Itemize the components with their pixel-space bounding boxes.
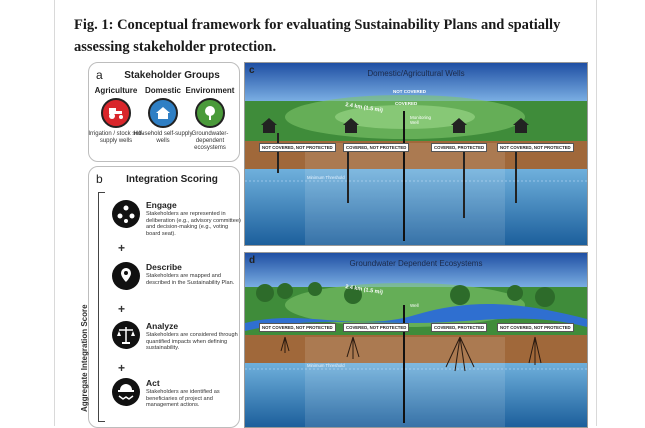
- handshake-hardhat-icon: [112, 378, 140, 406]
- step-desc: Stakeholders are considered through quan…: [146, 332, 238, 352]
- score-bracket: [98, 192, 105, 422]
- step-title: Analyze: [146, 321, 179, 331]
- min-threshold-label: Minimum Threshold: [307, 175, 345, 180]
- well-status-tag: COVERED, PROTECTED: [431, 143, 488, 152]
- people-network-icon: [112, 200, 140, 228]
- panel-c-title: Domestic/Agricultural Wells: [367, 69, 465, 78]
- step-desc: Stakeholders are identified as beneficia…: [146, 389, 220, 409]
- step-title: Engage: [146, 200, 177, 210]
- step-desc: Stakeholders are mapped and described in…: [146, 273, 235, 286]
- step-title: Describe: [146, 262, 182, 272]
- panel-c-letter: c: [249, 65, 255, 76]
- left-margin-rule: [54, 0, 55, 426]
- figure-caption: Fig. 1: Conceptual framework for evaluat…: [74, 17, 561, 55]
- group-desc: Household self-supply wells: [133, 131, 193, 144]
- group-heading: Domestic: [144, 86, 181, 95]
- well-label: Well: [410, 303, 419, 308]
- well-status-tag: COVERED, NOT PROTECTED: [343, 143, 410, 152]
- gde-status-tag: COVERED, NOT PROTECTED: [343, 323, 410, 332]
- tractor-icon: [101, 98, 131, 128]
- house-tap-icon: [148, 98, 178, 128]
- tree-icon: [195, 98, 225, 128]
- panel-a-title: Stakeholder Groups: [124, 70, 220, 81]
- plus-sign: +: [118, 241, 126, 255]
- scale-icon: [112, 321, 140, 349]
- plus-sign: +: [118, 302, 126, 316]
- well-status-tag: NOT COVERED, NOT PROTECTED: [259, 143, 336, 152]
- group-environment: Environment Groundwater-dependent ecosys…: [180, 86, 240, 152]
- min-threshold-label: Minimum Threshold: [307, 363, 345, 368]
- group-heading: Agriculture: [94, 86, 138, 95]
- covered-label: COVERED: [395, 101, 418, 106]
- gde-status-tag: NOT COVERED, NOT PROTECTED: [497, 323, 574, 332]
- not-covered-label: NOT COVERED: [393, 89, 427, 94]
- gde-status-tag: NOT COVERED, NOT PROTECTED: [259, 323, 336, 332]
- plus-sign: +: [118, 361, 126, 375]
- step-desc: Stakeholders are represented in delibera…: [146, 211, 241, 237]
- right-margin-rule: [596, 0, 597, 426]
- gde-status-tag: COVERED, PROTECTED: [431, 323, 488, 332]
- panel-b-title: Integration Scoring: [126, 174, 218, 185]
- group-domestic: Domestic Household self-supply wells: [133, 86, 193, 145]
- group-heading: Environment: [185, 86, 235, 95]
- panel-d-title: Groundwater Dependent Ecosystems: [349, 259, 483, 268]
- panel-d-gde-scene: Groundwater Dependent Ecosystems d 2.4 k…: [244, 252, 588, 428]
- group-agriculture: Agriculture Irrigation / stock self-supp…: [86, 86, 146, 145]
- panel-a-letter: a: [96, 68, 103, 82]
- panel-c-wells-scene: Domestic/Agricultural Wells c NOT COVERE…: [244, 62, 588, 246]
- panel-b-letter: b: [96, 172, 103, 186]
- step-title: Act: [146, 378, 160, 388]
- aggregate-score-label: Aggregate Integration Score: [80, 304, 89, 412]
- well-status-tag: NOT COVERED, NOT PROTECTED: [497, 143, 574, 152]
- group-desc: Groundwater-dependent ecosystems: [191, 131, 229, 151]
- panel-d-letter: d: [249, 255, 256, 266]
- group-desc: Irrigation / stock self-supply wells: [88, 131, 144, 144]
- map-pin-icon: [112, 262, 140, 290]
- monitoring-well-label: Monitoring Well: [410, 115, 432, 125]
